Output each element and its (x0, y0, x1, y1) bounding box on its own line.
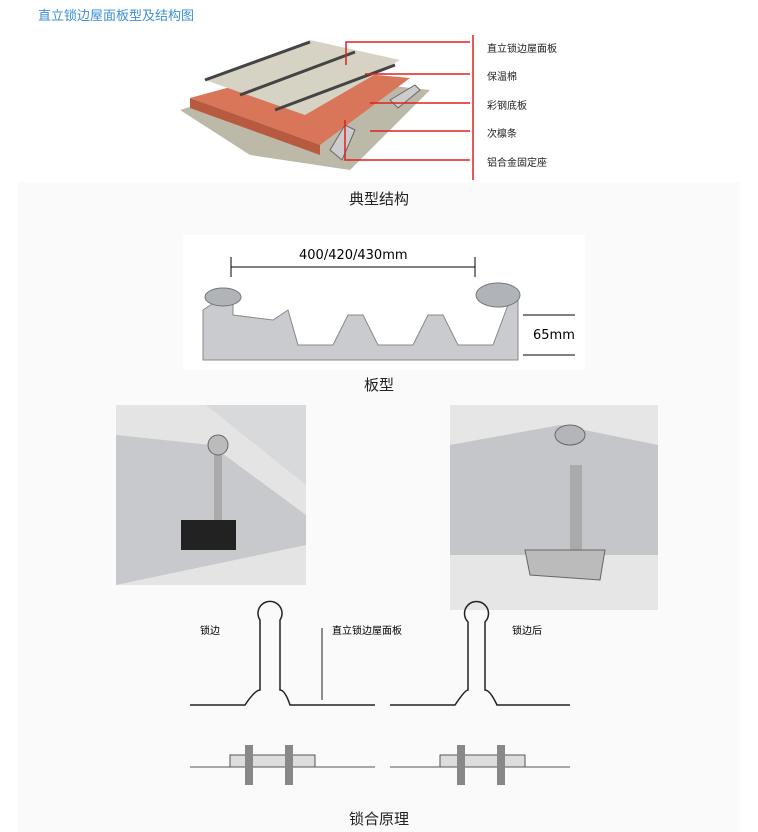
seam-closeup-photo-right (450, 405, 658, 610)
width-dimension: 400/420/430mm (299, 248, 408, 263)
panel-profile-illustration (202, 257, 575, 361)
label-panel: 直立锁边屋面板 (332, 626, 402, 637)
label-after-lock: 锁边后 (512, 626, 542, 637)
label-steel-base: 彩钢底板 (487, 101, 527, 112)
seam-locking-diagram (190, 600, 570, 785)
height-dimension: 65mm (533, 328, 575, 343)
roof-structure-illustration (180, 35, 474, 180)
label-insulation: 保温棉 (487, 72, 517, 83)
profile-panel: 400/420/430mm 65mm (183, 235, 585, 370)
label-standing-seam-panel: 直立锁边屋面板 (487, 44, 557, 55)
caption-structure: 典型结构 (348, 190, 409, 208)
label-lock-edge: 锁边 (200, 626, 220, 637)
caption-profile: 板型 (363, 376, 394, 394)
seam-closeup-photo-left (116, 405, 306, 585)
label-aluminum-clip: 铝合金固定座 (487, 158, 547, 169)
label-purlin: 次檩条 (487, 129, 517, 140)
caption-principle: 锁合原理 (348, 810, 409, 828)
page-title: 直立锁边屋面板型及结构图 (38, 9, 195, 24)
